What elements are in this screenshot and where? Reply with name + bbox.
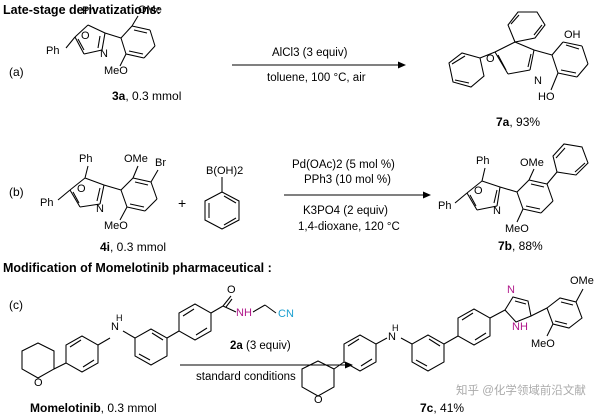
- reagent-2a: 2a (3 equiv): [230, 340, 291, 352]
- ligand-pph3: PPh3 (10 mol %): [304, 174, 391, 186]
- 7c-imidazole-n: N: [507, 284, 515, 296]
- panel-label-c: (c): [9, 298, 23, 312]
- 7b-ome-top: OMe: [520, 157, 544, 169]
- panel-label-a: (a): [9, 65, 24, 79]
- momelotinib-label: Momelotinib, 0.3 mmol: [30, 401, 157, 415]
- header-modification: Modification of Momelotinib pharmaceutic…: [3, 261, 272, 275]
- product-7c-structure: [301, 288, 584, 397]
- compound-4i-label: 4i, 0.3 mmol: [100, 240, 167, 254]
- 7c-imidazole-nh: NH: [512, 321, 528, 333]
- 7b-o: O: [474, 185, 483, 197]
- momelotinib-cn: CN: [278, 308, 294, 320]
- momelotinib-structure: [21, 295, 277, 379]
- momelotinib-n: N: [111, 321, 119, 333]
- compound-7b-label: 7b, 88%: [498, 239, 543, 253]
- watermark: 知乎 @化学领域前沿文献: [456, 385, 586, 397]
- 7c-morpholine-o: O: [314, 394, 323, 406]
- 4i-n: N: [96, 203, 104, 215]
- 4i-ome-top: OMe: [124, 153, 148, 165]
- 4i-ph-top: Ph: [79, 153, 93, 165]
- panel-label-b: (b): [9, 185, 24, 199]
- momelotinib-nh-h: H: [116, 313, 123, 323]
- conditions-a: toluene, 100 °C, air: [267, 72, 366, 84]
- momelotinib-amide-o: O: [227, 284, 236, 296]
- 7b-n: N: [493, 205, 501, 217]
- 7c-n: N: [388, 331, 396, 343]
- 4i-o: O: [77, 183, 86, 195]
- momelotinib-morpholine-o: O: [34, 377, 43, 389]
- 7a-o: O: [486, 53, 495, 65]
- phenylboronic-acid-structure: [204, 177, 240, 230]
- 7b-ph-top: Ph: [476, 155, 490, 167]
- 7a-n: N: [534, 75, 542, 87]
- catalyst-pd: Pd(OAc)2 (5 mol %): [292, 159, 395, 171]
- 4i-br: Br: [155, 157, 166, 169]
- reactant-3a-structure: [65, 15, 156, 67]
- 7c-ome-top: OMe: [570, 275, 594, 287]
- 7a-ho-bottom: HO: [538, 91, 555, 103]
- reagent-alcl3: AlCl3 (3 equiv): [272, 47, 348, 59]
- product-7a-structure: [448, 11, 589, 91]
- 3a-meo-bottom: MeO: [104, 65, 128, 77]
- base-k3po4: K3PO4 (2 equiv): [303, 205, 389, 217]
- header-late-stage: Late-stage derivatizations:: [3, 3, 161, 17]
- 7a-oh-top: OH: [564, 29, 581, 41]
- momelotinib-amide-nh: NH: [236, 307, 252, 319]
- 3a-ph-left: Ph: [46, 45, 60, 57]
- 7b-meo-bottom: MeO: [505, 223, 529, 235]
- 3a-o: O: [81, 30, 90, 42]
- 7c-nh-h: H: [392, 323, 399, 333]
- compound-7c-label: 7c, 41%: [420, 401, 465, 415]
- product-7b-structure: [454, 143, 589, 223]
- conditions-c: standard conditions: [196, 371, 296, 383]
- conditions-b: 1,4-dioxane, 120 °C: [298, 221, 400, 233]
- 7b-ph-left: Ph: [438, 200, 452, 212]
- 3a-n: N: [100, 48, 108, 60]
- compound-7a-label: 7a, 93%: [496, 115, 541, 129]
- boronic-acid-label: B(OH)2: [206, 165, 244, 177]
- plus-sign: +: [178, 195, 187, 211]
- 4i-ph-left: Ph: [40, 197, 54, 209]
- compound-3a-label: 3a, 0.3 mmol: [112, 89, 182, 103]
- reactant-4i-structure: [57, 165, 159, 221]
- 3a-ome-top: OMe: [138, 4, 162, 16]
- 3a-ph-top: Ph: [82, 5, 96, 17]
- 7c-meo-bottom: MeO: [531, 338, 555, 350]
- 4i-meo-bottom: MeO: [104, 220, 128, 232]
